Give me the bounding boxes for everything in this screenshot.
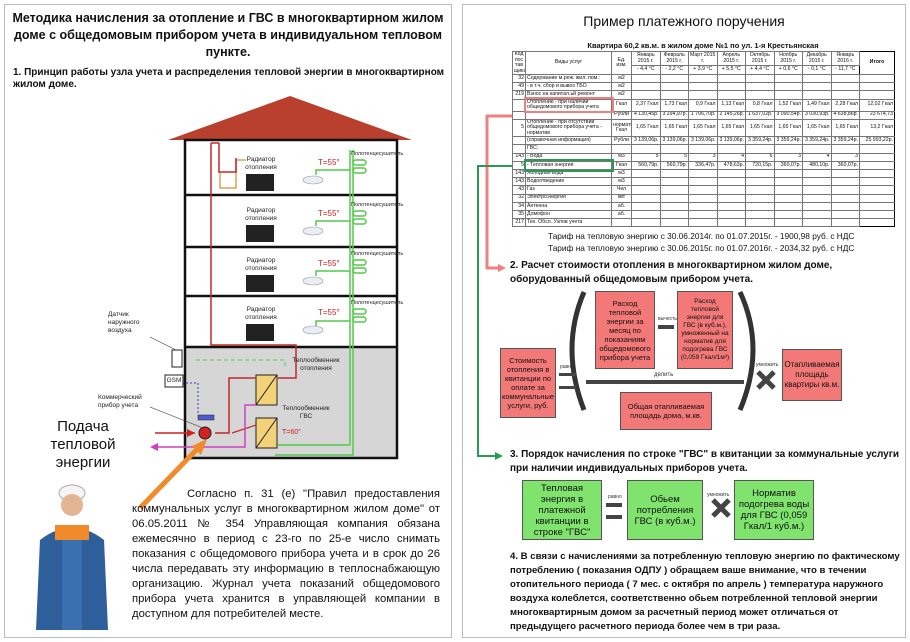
radiator-label-2: Радиатор отопления <box>245 207 277 222</box>
house-diagram <box>36 96 412 630</box>
total-cell: 12,02 Гкал <box>859 98 895 112</box>
equals-label-2: равно <box>560 364 574 370</box>
towel-label-3: Полотенцесушитель <box>351 251 404 257</box>
equals-sign-3b <box>606 515 622 519</box>
temp-label-1: Т=55° <box>318 158 340 167</box>
month-header: Январь 2016 г. <box>830 50 860 67</box>
roof <box>168 96 412 140</box>
radiator-label-3: Радиатор отопления <box>245 257 277 272</box>
hx-dhw-label: Теплообменник ГВС <box>282 405 330 420</box>
tariff-line-1: Тариф на тепловую энергию с 30.06.2014г.… <box>548 231 855 241</box>
unit-cell: м2 <box>611 90 632 100</box>
hx-heating-label: Теплообменник отопления <box>292 357 340 372</box>
radiator-label-4: Радиатор отопления <box>245 306 277 321</box>
minus-sign <box>658 325 674 329</box>
towel-label-1: Полотенцесушитель <box>351 151 404 157</box>
sink-pipes <box>315 169 350 326</box>
multiply-label-2: умножить <box>756 362 779 368</box>
dhw-temp-label: Т=60° <box>282 429 301 436</box>
left-subtitle: 1. Принцип работы узла учета и распредел… <box>13 67 445 90</box>
right-paren <box>737 290 756 411</box>
minus-label: вычесть <box>658 316 678 322</box>
equals-sign-2b <box>559 386 576 389</box>
towel-label-4: Полотенцесушитель <box>351 300 404 306</box>
multiply-sign-2 <box>756 370 776 390</box>
section-4-paragraph: 4. В связи с начислениями за потребленну… <box>510 551 900 632</box>
green-riser <box>275 150 354 456</box>
supply-label: Подача тепловой энергии <box>50 418 116 471</box>
tariff-line-2: Тариф на тепловую энергию с 30.06.2015г.… <box>548 243 855 253</box>
unit-cell <box>611 218 632 228</box>
building-walls <box>183 138 399 460</box>
dhw-consumption-box: Расход тепловой энергии для ГВС (в куб.м… <box>677 291 733 369</box>
worker-figure <box>36 484 108 630</box>
month-header: Февраль 2015 г. <box>659 50 689 67</box>
table-caption: Квартира 60,2 кв.м. в жилом доме №1 по у… <box>587 41 819 50</box>
dhw-volume-box: Обьем потребления ГВС (в куб.м.) <box>627 480 703 540</box>
towel-label-2: Полотенцесушитель <box>351 202 404 208</box>
cost-box: Стоимость отопления в квитанции по оплат… <box>500 348 556 418</box>
sensor-label: Датчик наружного воздуха <box>108 311 140 334</box>
total-cell <box>859 90 895 100</box>
multiply-sign-3 <box>711 498 731 518</box>
radiator-label-1: Радиатор отопления <box>245 156 277 171</box>
gsm-box <box>164 374 184 388</box>
equals-sign-2 <box>559 373 576 376</box>
temp-label-3: Т=55° <box>318 259 340 268</box>
left-title: Методика начисления за отопление и ГВС в… <box>12 11 444 59</box>
equals-sign-3 <box>606 503 622 507</box>
divide-label: делить <box>654 372 674 378</box>
multiply-label-3: умножить <box>707 492 730 498</box>
month-header: Октябрь 2015 г. <box>745 50 775 67</box>
section-3-heading: 3. Порядок начисления по строке "ГВС" в … <box>510 449 900 474</box>
red-riser <box>210 143 297 379</box>
rules-paragraph: Согласно п. 31 (е) "Правил предоставлени… <box>132 488 440 620</box>
equals-label-3: равно <box>608 494 622 500</box>
sensor-box <box>171 349 183 368</box>
table-temp-row: - 4,4 °C- 2,2 °C+ 3,9 °C+ 5,5 °C+ 4,4 °C… <box>513 65 895 75</box>
basement <box>185 347 397 458</box>
total-cell: 23 674,73 <box>859 110 895 120</box>
sinks <box>302 175 324 335</box>
green-connector <box>477 165 512 457</box>
consumption-box: Расход тепловой энергии за месяц по пока… <box>595 291 655 369</box>
floor-lines <box>185 193 397 349</box>
radiators <box>246 174 274 341</box>
gsm-label: GSM <box>166 377 182 384</box>
orange-pointer-arrow <box>138 441 205 510</box>
month-header: Ноябрь 2015 г. <box>773 50 803 67</box>
fraction-bar <box>586 380 744 384</box>
meter-label: Коммерческий прибор учета <box>98 394 142 409</box>
red-connector <box>485 114 512 270</box>
meter-icon <box>198 426 212 440</box>
flat-area-box: Отапливаемая площадь квартиры кв.м. <box>782 349 842 401</box>
dhw-energy-box: Тепловая энергия в платежной квитанции в… <box>522 480 602 540</box>
dhw-norm-box: Норматив подогрева воды для ГВС (0,059 Г… <box>734 480 814 540</box>
month-header: Январь 2015 г. <box>631 50 661 67</box>
unit-cell: Рубли <box>611 110 632 120</box>
temp-label-4: Т=55° <box>318 308 340 317</box>
towel-dryers <box>352 159 367 323</box>
left-paren <box>569 291 587 411</box>
section-2-heading: 2. Расчет стоимости отопления в многоква… <box>510 260 833 285</box>
total-area-box: Общая отапливаемая площадь дома, м.кв. <box>620 392 712 430</box>
temp-label-2: Т=55° <box>318 209 340 218</box>
right-title: Пример платежного поручения <box>583 13 785 29</box>
total-cell <box>859 218 895 228</box>
orange-riser <box>219 159 246 189</box>
